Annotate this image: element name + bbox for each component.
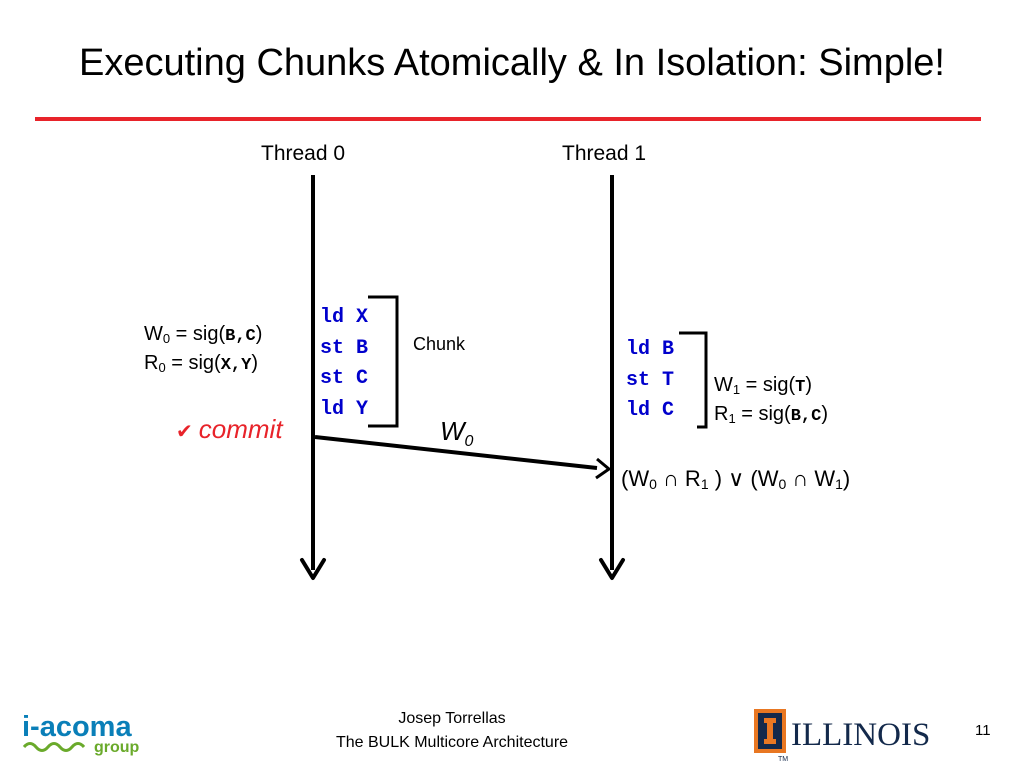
code-line: ld C — [626, 399, 675, 422]
code-line: st T — [626, 368, 675, 392]
signature-message-arrow — [314, 435, 611, 480]
code-line: st B — [320, 336, 369, 360]
message-label: W0 — [440, 416, 474, 450]
code-line: ld B — [626, 338, 675, 361]
thread0-timeline — [300, 175, 326, 580]
footer-author: Josep Torrellas — [398, 710, 506, 727]
commit-label: ✔commit — [176, 414, 283, 444]
thread0-write-signature: W0 = sig(B,C) — [144, 323, 263, 346]
illinois-logo: ILLINOIS TM — [754, 709, 930, 761]
svg-text:ILLINOIS: ILLINOIS — [791, 717, 930, 753]
svg-text:TM: TM — [778, 756, 788, 761]
thread0-label: Thread 0 — [261, 142, 346, 165]
thread0-chunk-bracket — [368, 295, 399, 428]
page-number: 11 — [975, 722, 991, 739]
i-acoma-logo: i-acoma group — [22, 711, 140, 756]
thread1-timeline — [599, 175, 625, 580]
thread1-write-signature: W1 = sig(T) — [714, 374, 813, 397]
svg-text:i-acoma: i-acoma — [22, 711, 132, 743]
code-line: ld X — [320, 306, 369, 329]
slide-title: Executing Chunks Atomically & In Isolati… — [79, 42, 945, 84]
conflict-check-expression: (W0 ∩ R1 ) ∨ (W0 ∩ W1) — [621, 466, 851, 492]
thread1-label: Thread 1 — [562, 142, 647, 165]
footer-talk-title: The BULK Multicore Architecture — [335, 734, 569, 751]
thread1-chunk-bracket — [679, 331, 708, 429]
svg-text:group: group — [94, 739, 140, 756]
title-divider — [35, 117, 981, 121]
thread1-read-signature: R1 = sig(B,C) — [714, 403, 828, 426]
thread0-signatures: W0 = sig(B,C) R0 = sig(X,Y) — [144, 321, 262, 379]
code-line: st C — [320, 367, 369, 390]
thread1-signatures: W1 = sig(T) R1 = sig(B,C) — [714, 372, 828, 430]
thread0-read-signature: R0 = sig(X,Y) — [144, 352, 258, 375]
thread1-code: ld B st T ld C — [626, 335, 674, 427]
chunk-label: Chunk — [413, 334, 466, 354]
code-line: ld Y — [320, 397, 369, 421]
checkmark-icon: ✔ — [176, 421, 193, 443]
thread0-code: ld X st B st C ld Y — [320, 303, 368, 425]
